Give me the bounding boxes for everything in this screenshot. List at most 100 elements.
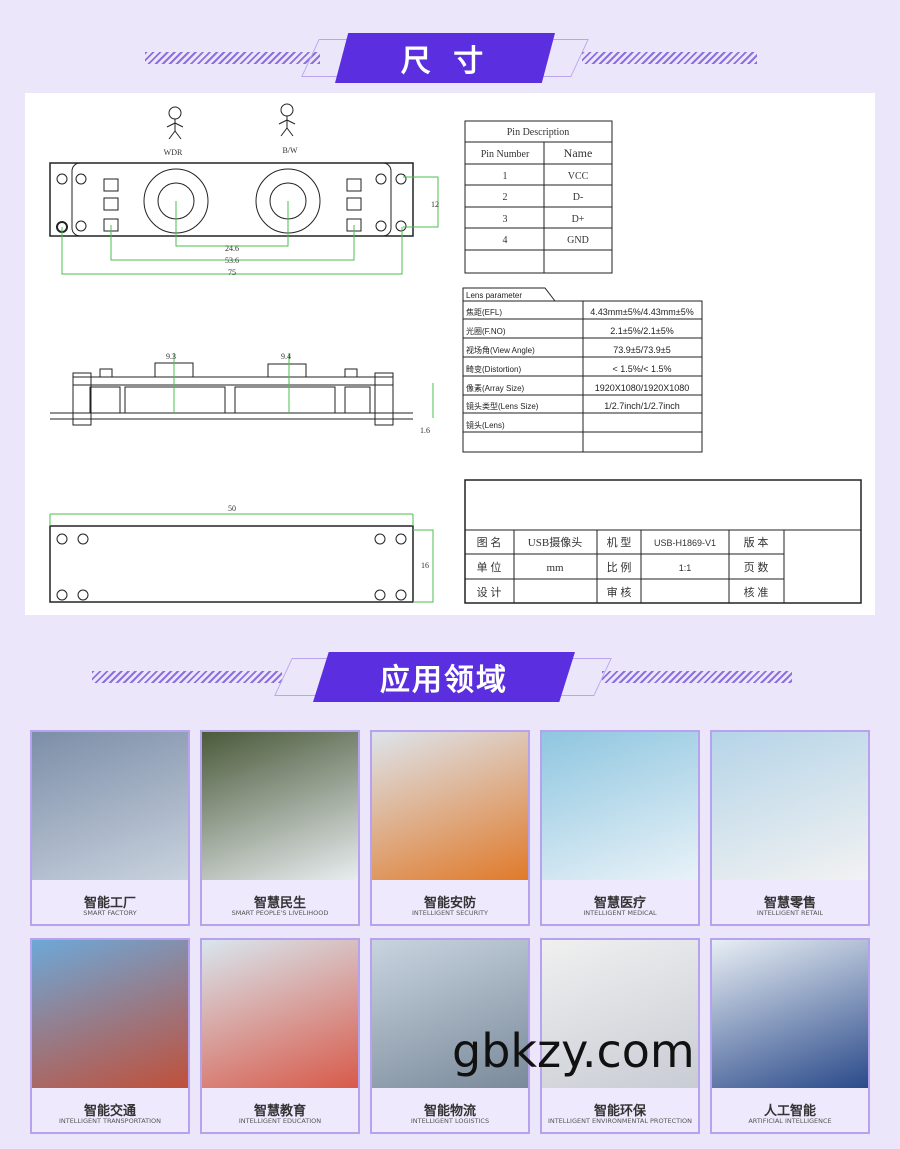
lens-param-value: 4.43mm±5%/4.43mm±5% — [590, 307, 693, 317]
title-block-cell: USB-H1869-V1 — [654, 538, 716, 548]
dim-side-b: 9.4 — [281, 352, 291, 361]
title-block-cell: 1:1 — [679, 563, 692, 573]
application-photo — [372, 940, 528, 1088]
application-title: 智能工厂 — [83, 896, 136, 911]
lens-table: Lens parameter 焦距(EFL)4.43mm±5%/4.43mm±5… — [466, 291, 694, 430]
application-card[interactable]: 智慧零售 INTELLIGENT RETAIL — [710, 730, 870, 926]
application-photo — [202, 732, 358, 880]
lens-param-value: 1/2.7inch/1/2.7inch — [604, 401, 680, 411]
application-photo — [712, 732, 868, 880]
application-photo — [712, 940, 868, 1088]
decorative-stripe — [582, 52, 757, 64]
application-subtitle: SMART PEOPLE'S LIVELIHOOD — [231, 909, 329, 917]
pin-cell: 4 — [503, 235, 508, 246]
title-block: 图 名 USB摄像头 机 型 USB-H1869-V1 版 本单 位 mm 比 例 1:1 页 … — [477, 535, 769, 599]
lens-param-label: 光圈(F.NO) — [466, 326, 506, 336]
section-title: 尺 寸 — [335, 33, 555, 83]
decorative-stripe — [92, 671, 282, 683]
application-title: 智慧民生 — [253, 896, 306, 911]
test-figure-icon — [278, 103, 296, 137]
lens-param-value: < 1.5%/< 1.5% — [612, 364, 671, 374]
application-card[interactable]: 人工智能 ARTIFICIAL INTELLIGENCE — [710, 938, 870, 1134]
lens-param-label: 镜头类型(Lens Size) — [466, 401, 539, 411]
application-photo — [32, 732, 188, 880]
pin-cell: VCC — [568, 171, 589, 182]
lens-param-value: 2.1±5%/2.1±5% — [610, 326, 673, 336]
dim-thickness: 1.6 — [420, 426, 430, 435]
pin-cell: GND — [567, 235, 589, 246]
lens-param-value: 1920X1080/1920X1080 — [595, 383, 690, 393]
dim-height: 12 — [431, 200, 439, 209]
lens-param-label: 视场角(View Angle) — [466, 345, 535, 355]
application-subtitle: INTELLIGENT RETAIL — [756, 909, 824, 917]
application-subtitle: INTELLIGENT EDUCATION — [238, 1117, 322, 1125]
application-title: 智能安防 — [423, 896, 476, 911]
application-title: 智能环保 — [593, 1104, 646, 1119]
title-block-cell: 核 准 — [744, 585, 769, 599]
title-block-cell: 比 例 — [607, 560, 632, 574]
application-title: 人工智能 — [763, 1104, 816, 1119]
application-photo — [542, 732, 698, 880]
application-card[interactable]: 智能环保 INTELLIGENT ENVIRONMENTAL PROTECTIO… — [540, 938, 700, 1134]
title-block-cell: 版 本 — [744, 535, 769, 549]
lens-table-title: Lens parameter — [466, 291, 522, 300]
test-figure-icon — [166, 106, 184, 140]
application-subtitle: ARTIFICIAL INTELLIGENCE — [748, 1117, 832, 1125]
pin-cell: 1 — [503, 171, 508, 182]
title-block-cell: 设 计 — [477, 586, 502, 599]
application-card[interactable]: 智能物流 INTELLIGENT LOGISTICS — [370, 938, 530, 1134]
decorative-stripe — [602, 671, 792, 683]
dim-side-a: 9.3 — [166, 352, 176, 361]
section-title: 应用领域 — [313, 652, 575, 702]
title-block-cell: 单 位 — [477, 560, 502, 574]
wdr-label: WDR — [164, 148, 183, 157]
watermark: gbkzy.com — [452, 1024, 695, 1078]
pin-header: Name — [564, 146, 593, 160]
dim-depth: 16 — [421, 561, 429, 570]
application-card[interactable]: 智慧医疗 INTELLIGENT MEDICAL — [540, 730, 700, 926]
pin-header: Pin Number — [481, 149, 530, 160]
decorative-stripe — [145, 52, 320, 64]
application-photo — [542, 940, 698, 1088]
title-block-cell: 机 型 — [607, 535, 632, 549]
lens-param-value: 73.9±5/73.9±5 — [613, 345, 670, 355]
application-card[interactable]: 智慧教育 INTELLIGENT EDUCATION — [200, 938, 360, 1134]
technical-drawing: WDR B/W 24.6 53.6 75 12 9.3 9.4 1.6 50 1… — [49, 103, 862, 604]
application-subtitle: INTELLIGENT TRANSPORTATION — [58, 1117, 162, 1125]
pin-cell: 3 — [503, 214, 508, 225]
application-subtitle: INTELLIGENT MEDICAL — [583, 909, 657, 917]
application-card[interactable]: 智慧民生 SMART PEOPLE'S LIVELIHOOD — [200, 730, 360, 926]
application-title: 智慧零售 — [763, 896, 816, 911]
section-header-dimensions: 尺 寸 — [0, 33, 900, 83]
lens-param-label: 畸变(Distortion) — [466, 364, 521, 374]
lens-param-label: 镜头(Lens) — [466, 420, 505, 430]
dim-width: 50 — [228, 504, 236, 513]
pin-cell: D+ — [572, 214, 585, 225]
dim-hole-pitch: 75 — [228, 268, 236, 277]
application-card[interactable]: 智能交通 INTELLIGENT TRANSPORTATION — [30, 938, 190, 1134]
application-title: 智慧医疗 — [593, 896, 646, 911]
title-block-cell: mm — [546, 562, 564, 574]
application-subtitle: INTELLIGENT SECURITY — [412, 909, 488, 917]
application-subtitle: SMART FACTORY — [83, 909, 137, 917]
application-subtitle: INTELLIGENT ENVIRONMENTAL PROTECTION — [547, 1117, 693, 1125]
bw-label: B/W — [282, 146, 298, 155]
pin-table-title: Pin Description — [507, 127, 570, 138]
application-subtitle: INTELLIGENT LOGISTICS — [410, 1117, 490, 1125]
lens-param-label: 像素(Array Size) — [466, 383, 525, 393]
title-block-cell: 页 数 — [744, 561, 769, 574]
title-block-cell: USB摄像头 — [528, 535, 582, 549]
application-title: 智能交通 — [83, 1104, 136, 1119]
technical-drawing-panel: WDR B/W 24.6 53.6 75 12 9.3 9.4 1.6 50 1… — [25, 93, 875, 615]
application-title: 智慧教育 — [253, 1104, 306, 1119]
application-card[interactable]: 智能安防 INTELLIGENT SECURITY — [370, 730, 530, 926]
application-photo — [372, 732, 528, 880]
application-title: 智能物流 — [423, 1104, 476, 1119]
section-header-applications: 应用领域 — [0, 652, 900, 702]
application-photo — [32, 940, 188, 1088]
dim-lens-pitch: 24.6 — [225, 244, 239, 253]
application-card[interactable]: 智能工厂 SMART FACTORY — [30, 730, 190, 926]
pin-cell: D- — [573, 192, 584, 203]
title-block-cell: 图 名 — [477, 535, 502, 549]
application-photo — [202, 940, 358, 1088]
